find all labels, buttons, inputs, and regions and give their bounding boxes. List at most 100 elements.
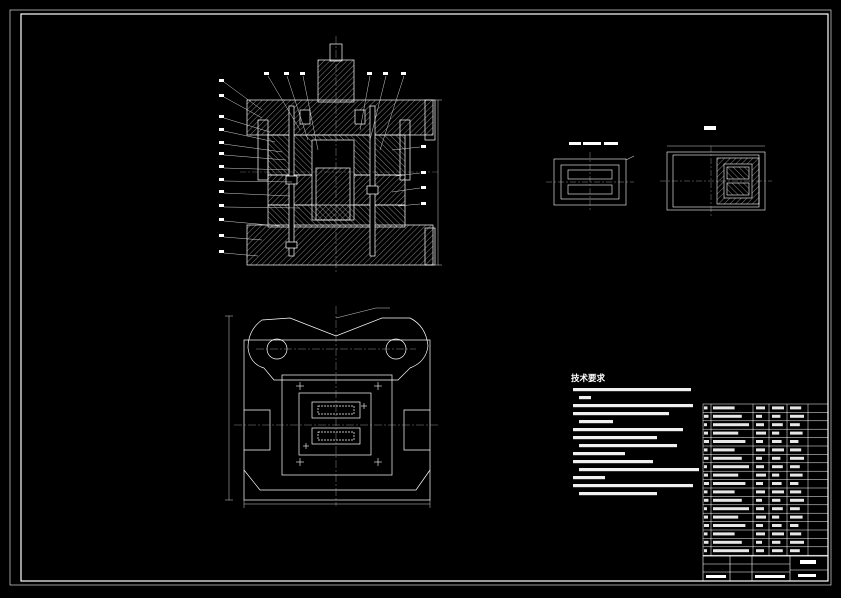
part-balloons <box>219 72 426 253</box>
parts-list-cell-mark <box>704 549 707 553</box>
title-block <box>702 555 829 582</box>
plan-screws <box>296 382 382 466</box>
parts-list-cell-mark <box>772 482 782 485</box>
note-line-mark <box>573 388 691 392</box>
note-line-mark <box>573 460 653 464</box>
parts-list-cell-mark <box>756 549 764 553</box>
parts-list-cell-mark <box>704 473 708 477</box>
leader-lines-top <box>267 75 405 151</box>
parts-list-cell-mark <box>790 406 802 410</box>
parts-list-cell-mark <box>713 532 735 536</box>
parts-list-cell-mark <box>772 473 780 477</box>
parts-list-cell-mark <box>756 490 765 494</box>
parts-list-cell-mark <box>704 532 708 536</box>
parts-list-cell-mark <box>704 498 709 502</box>
parts-list-cell-mark <box>790 490 802 494</box>
parts-list-cell-mark <box>756 440 763 443</box>
parts-list-cell-mark <box>756 507 764 511</box>
parts-list-cell-mark <box>704 456 709 460</box>
note-line-mark <box>573 452 625 456</box>
parts-list-cell-mark <box>772 549 783 553</box>
note-line-mark <box>579 444 677 448</box>
plan-dimensions <box>225 307 431 508</box>
parts-list-cell-mark <box>772 507 783 511</box>
parts-list-cell-mark <box>713 524 746 527</box>
parts-list-cell-mark <box>772 498 781 502</box>
parts-list-cell-mark <box>790 482 799 485</box>
note-line-mark <box>573 484 693 488</box>
note-line-mark <box>573 412 669 416</box>
parts-list-cell-mark <box>713 423 749 427</box>
parts-list-cell-mark <box>704 465 707 469</box>
parts-list-cell-mark <box>704 414 709 418</box>
parts-list-cell-mark <box>790 507 800 511</box>
parts-list-cell-mark <box>704 406 708 410</box>
parts-list-cell-mark <box>704 448 708 452</box>
parts-list-cell-mark <box>772 440 782 443</box>
parts-list-cell-mark <box>756 456 762 460</box>
parts-list-cell-mark <box>713 549 749 553</box>
technical-requirements-text-lines <box>573 388 699 496</box>
parts-list-cell-mark <box>713 473 739 477</box>
parts-list-table <box>702 403 829 557</box>
parts-list-cell-mark <box>713 440 746 443</box>
parts-list-cell-mark <box>790 414 804 418</box>
parts-list-cell-mark <box>772 532 784 536</box>
parts-list-cell-mark <box>772 465 783 469</box>
parts-list-cell-mark <box>772 540 781 544</box>
parts-list-cell-mark <box>704 515 708 519</box>
parts-list-cell-mark <box>713 515 739 519</box>
parts-list-cell-mark <box>790 456 804 460</box>
parts-list-cell-mark <box>772 431 780 435</box>
parts-list-cell-mark <box>756 423 764 427</box>
parts-list-cell-mark <box>704 524 709 527</box>
technical-requirements-title: 技术要求 <box>571 374 606 384</box>
strip-layout-view <box>660 145 772 216</box>
parts-list-cell-mark <box>756 515 766 519</box>
leader-lines-left <box>223 81 301 257</box>
parts-list-cell-mark <box>713 448 735 452</box>
sheet-border <box>9 9 832 586</box>
parts-list-cell-mark <box>704 482 709 485</box>
parts-list-cell-mark <box>756 540 762 544</box>
parts-list-cell-mark <box>756 532 765 536</box>
parts-list-cell-mark <box>772 406 784 410</box>
parts-list-cell-mark <box>756 473 766 477</box>
note-line-mark <box>579 492 657 496</box>
parts-list-cell-mark <box>756 482 763 485</box>
parts-list-cell-mark <box>772 490 784 494</box>
parts-list-cell-mark <box>790 440 799 443</box>
parts-list-cell-mark <box>713 507 749 511</box>
note-line-mark <box>573 436 657 440</box>
height-dimension <box>434 99 442 266</box>
die-plan-view <box>243 317 431 501</box>
parts-list-cell-mark <box>756 498 762 502</box>
parts-list-cell-mark <box>704 507 707 511</box>
parts-list-cell-mark <box>704 423 707 427</box>
parts-list-cell-mark <box>790 524 799 527</box>
parts-list-cell-mark <box>704 490 708 494</box>
parts-list-cell-mark <box>713 465 749 469</box>
note-line-mark <box>579 420 613 424</box>
plan-centerlines <box>234 306 440 506</box>
parts-list-cell-mark <box>790 540 804 544</box>
note-line-mark <box>573 428 683 432</box>
parts-list-cell-mark <box>704 540 709 544</box>
parts-list-cell-mark <box>790 465 800 469</box>
parts-list-cell-mark <box>772 448 784 452</box>
die-section-view <box>240 36 438 272</box>
parts-list-cell-mark <box>704 440 709 443</box>
parts-list-cell-mark <box>713 482 746 485</box>
parts-list-cell-mark <box>790 532 802 536</box>
parts-list-cell-mark <box>756 414 762 418</box>
note-line-mark <box>579 396 591 400</box>
parts-list-cell-mark <box>756 406 765 410</box>
parts-list-cell-mark <box>790 549 800 553</box>
leader-lines-right <box>391 146 421 207</box>
parts-list-cell-mark <box>713 431 739 435</box>
parts-list-cell-mark <box>713 456 742 460</box>
technical-requirements: 技术要求 <box>571 374 701 505</box>
parts-list-cell-mark <box>772 456 781 460</box>
parts-list-cell-mark <box>756 431 766 435</box>
parts-list-cell-mark <box>713 498 742 502</box>
